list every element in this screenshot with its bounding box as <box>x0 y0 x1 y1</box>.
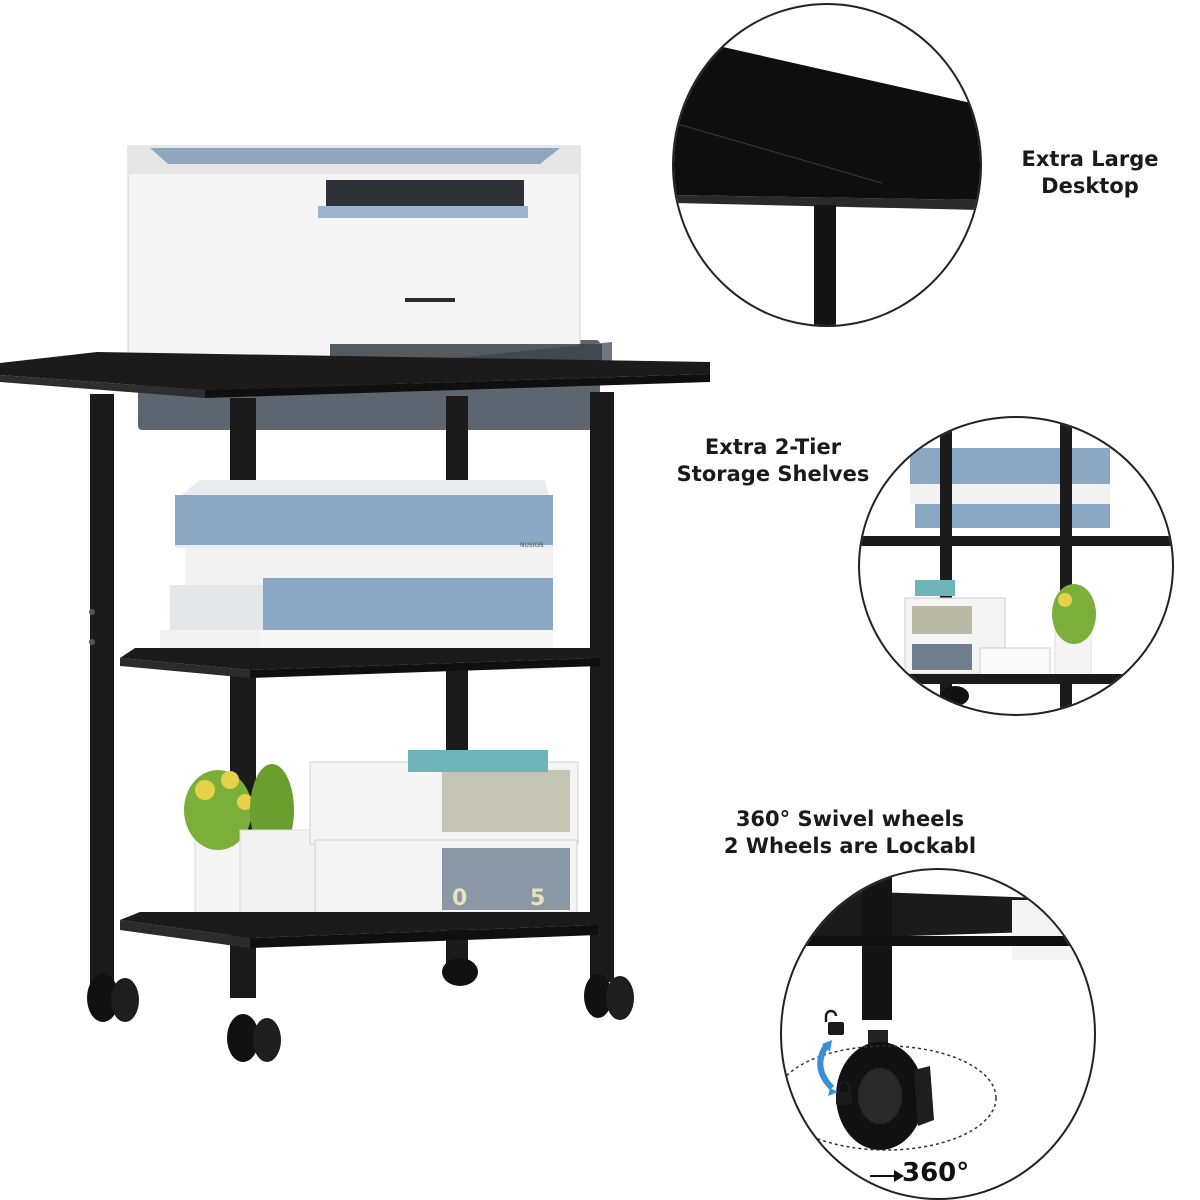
desktop-caption-line-1: Extra Large <box>1021 147 1159 171</box>
drawer-units: 0 5 <box>309 750 579 925</box>
shelves-caption-line-1: Extra 2-Tier <box>704 435 842 459</box>
letter-trays: NUSIGN <box>160 480 553 670</box>
unlocked-padlock-icon <box>824 1009 844 1035</box>
wheels-detail-circle <box>780 868 1096 1200</box>
shelves-caption-line-2: Storage Shelves <box>676 462 870 486</box>
wheels-detail-image <box>782 870 1094 1182</box>
locked-padlock-icon <box>836 1080 852 1105</box>
desktop-caption-line-2: Desktop <box>1041 174 1139 198</box>
desktop-detail-image <box>674 45 980 325</box>
shelves-feature-caption: Extra 2-Tier Storage Shelves <box>668 434 878 488</box>
rotation-arrow-icon <box>870 1170 904 1182</box>
shelves-detail-image <box>860 418 1172 714</box>
tray-brand-text: NUSIGN <box>520 542 544 549</box>
drawer-digit-right: 5 <box>530 886 545 911</box>
caster-wheels <box>87 958 634 1062</box>
desktop-feature-caption: Extra Large Desktop <box>990 146 1190 200</box>
desktop-detail-circle <box>672 3 982 327</box>
drawer-digit-left: 0 <box>452 886 467 911</box>
wheels-caption-line-2: 2 Wheels are Lockabl <box>723 834 977 858</box>
printer-stand-product-image: NUSIGN 0 5 <box>0 145 710 1062</box>
wheels-feature-caption: 360° Swivel wheels 2 Wheels are Lockabl <box>712 806 988 860</box>
wheels-caption-line-1: 360° Swivel wheels <box>735 807 965 831</box>
rotation-label: 360° <box>902 1158 970 1188</box>
shelves-detail-circle <box>858 416 1174 716</box>
lock-toggle-arrow-icon <box>817 1044 835 1091</box>
